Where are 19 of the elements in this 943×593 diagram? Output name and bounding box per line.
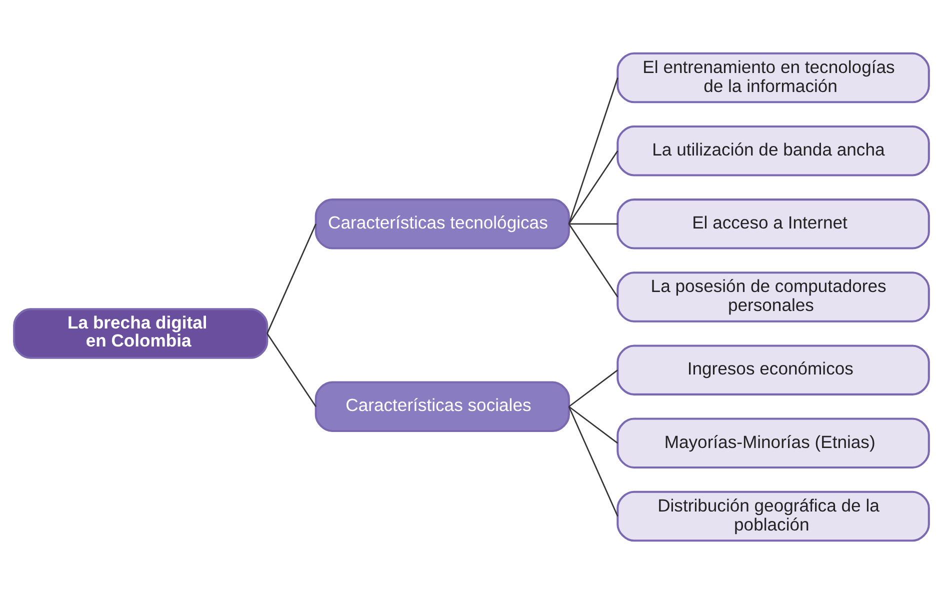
node-box: El entrenamiento en tecnologías de la información [616, 52, 930, 103]
node-box: El acceso a Internet [616, 198, 930, 249]
node-box: Mayorías-Minorías (Etnias) [616, 417, 930, 468]
connector [568, 369, 618, 407]
node-box: La posesión de computadores personales [616, 271, 930, 322]
connector [266, 332, 316, 406]
connector [266, 223, 316, 334]
node-box: Distribución geográfica de la población [616, 490, 930, 542]
connector [568, 406, 618, 444]
connector [568, 150, 618, 224]
node-box: La brecha digital en Colombia [13, 308, 268, 358]
connector [568, 77, 618, 224]
connector [568, 223, 618, 297]
connector [568, 406, 618, 516]
connector [568, 222, 618, 224]
node-box: Ingresos económicos [616, 344, 930, 395]
node-box: Características sociales [314, 380, 570, 432]
node-box: La utilización de banda ancha [616, 124, 930, 176]
node-box: Características tecnológicas [314, 198, 570, 249]
